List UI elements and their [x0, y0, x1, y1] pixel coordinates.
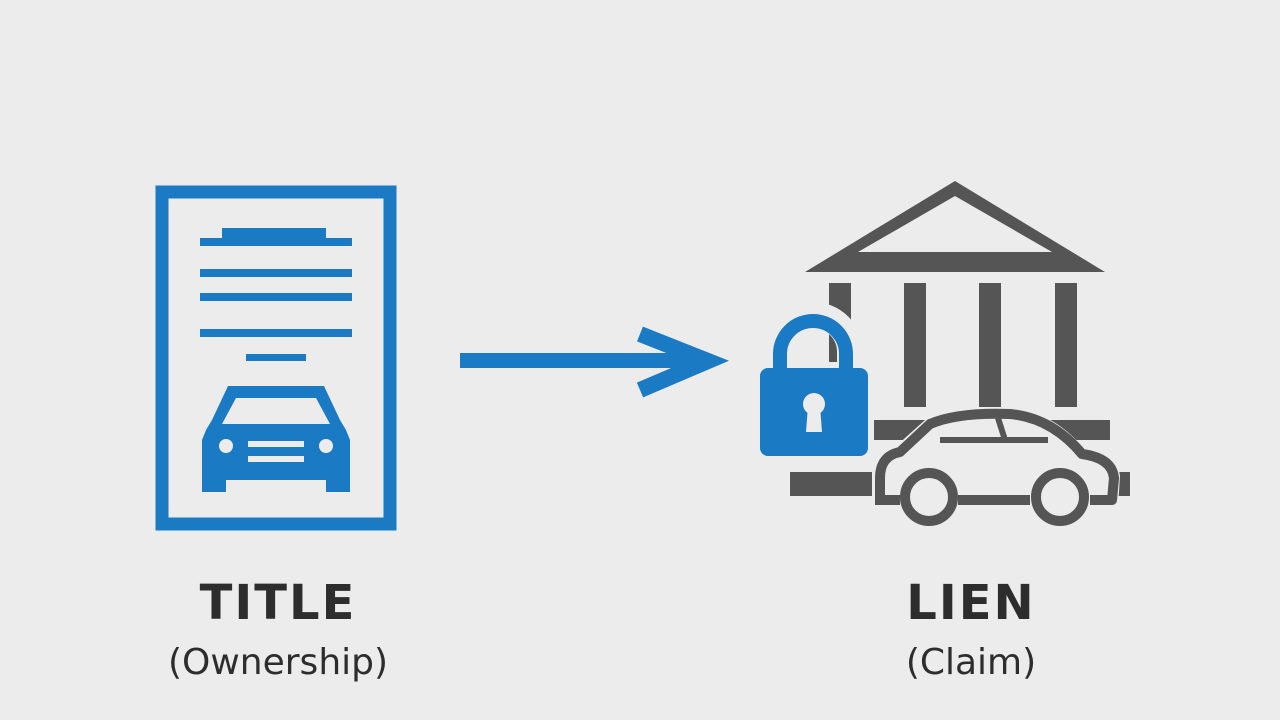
- lien-subheading: (Claim): [905, 642, 1037, 683]
- car-icon: [872, 407, 1120, 526]
- title-document-icon: [155, 185, 397, 531]
- padlock-icon: [754, 302, 874, 462]
- title-heading: TITLE: [199, 575, 357, 631]
- title-subheading: (Ownership): [167, 642, 389, 683]
- right-arrow-icon: [460, 326, 730, 398]
- lien-heading: LIEN: [906, 575, 1036, 631]
- car-front-icon: [202, 386, 350, 492]
